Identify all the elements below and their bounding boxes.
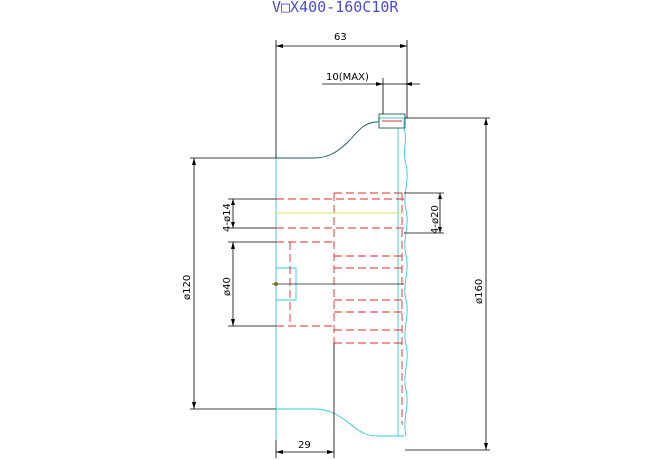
dimension-lines [190,40,490,458]
dim-hole-pattern-small: 4-ø14 [222,203,233,232]
hidden-features [276,192,404,425]
dim-flange-diameter: ø160 [474,279,485,304]
centerlines [272,212,404,286]
dim-overall-length: 63 [334,32,347,43]
drawing-title: V□X400-160C10R [272,0,399,16]
dim-hub-diameter: ø120 [182,275,193,300]
part-outline [275,113,408,440]
dim-hub-length: 29 [298,440,311,451]
dim-flange-protrusion: 10(MAX) [326,72,369,83]
dim-hole-pattern-large: 4-ø20 [430,205,441,234]
dim-pilot-diameter: ø40 [222,277,233,296]
